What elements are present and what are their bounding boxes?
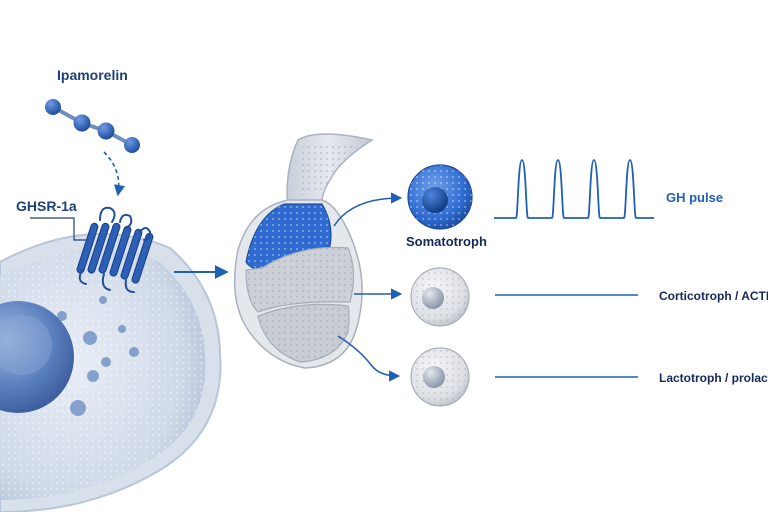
ipamorelin-label: Ipamorelin xyxy=(57,67,128,83)
somatotroph-label: Somatotroph xyxy=(406,234,487,249)
lactotroph-cell xyxy=(410,347,470,407)
ghsr-receptor xyxy=(76,206,154,293)
ipamorelin-molecule xyxy=(45,99,140,153)
corticotroph-cell xyxy=(410,267,470,327)
arrow-to-somatotroph xyxy=(333,192,403,227)
receptor-label: GHSR-1a xyxy=(16,198,77,214)
arrow-to-lactotroph xyxy=(337,335,401,382)
cell-nucleus xyxy=(0,301,74,413)
binding-arrow xyxy=(103,151,125,197)
vesicles xyxy=(57,296,139,416)
pituitary-gland xyxy=(233,133,374,369)
somatotroph-cell xyxy=(407,164,473,230)
gh-pulse-label: GH pulse xyxy=(666,190,724,205)
lactotroph-label: Lactotroph / prolactin xyxy=(659,371,768,385)
gh-pulse-trace xyxy=(494,159,654,219)
receptor-leader-line xyxy=(30,217,86,241)
target-cell xyxy=(0,232,222,512)
corticotroph-label: Corticotroph / ACTH xyxy=(659,289,768,303)
